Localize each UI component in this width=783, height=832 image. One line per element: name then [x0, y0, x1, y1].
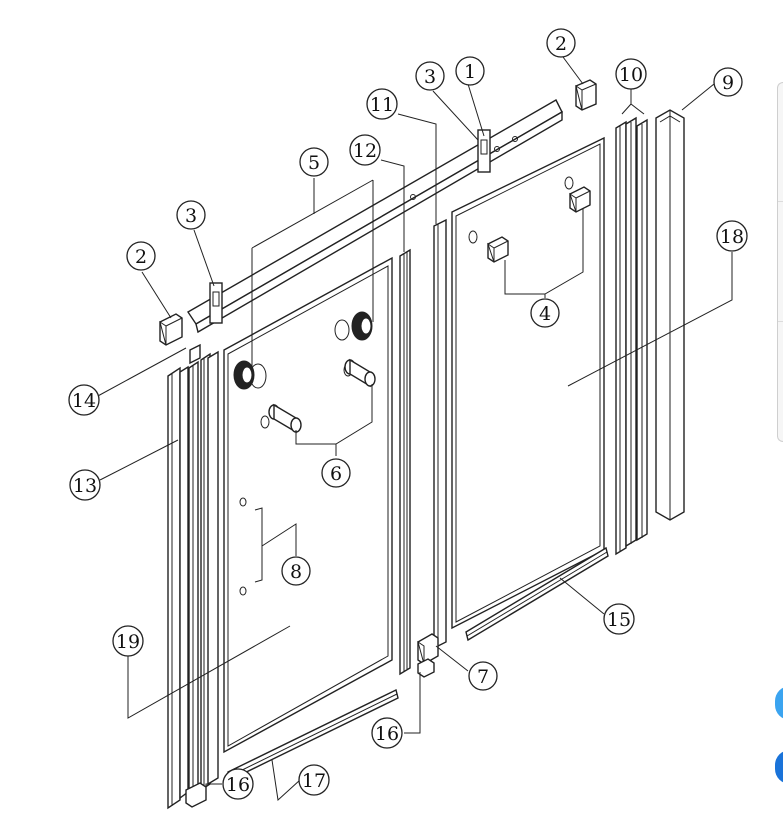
wall-profile-right: [615, 116, 648, 556]
knob-lower: [233, 360, 255, 390]
callout-1: 1: [455, 56, 485, 86]
svg-text:13: 13: [73, 475, 97, 497]
callout-19: 19: [112, 625, 144, 657]
wall-profile-left: [167, 350, 219, 810]
callout-7: 7: [468, 661, 498, 691]
svg-text:2: 2: [135, 246, 147, 268]
callout-2-right: 2: [546, 28, 576, 58]
end-cap-right: [575, 79, 597, 111]
svg-text:11: 11: [370, 94, 394, 116]
stopper-7: [417, 633, 439, 665]
roller-right: [344, 358, 376, 388]
clamp-right: [569, 186, 591, 213]
callout-16-left: 16: [222, 768, 254, 800]
callout-2-left: 2: [126, 241, 156, 271]
svg-text:2: 2: [555, 33, 567, 55]
bottom-guide-right: [465, 546, 609, 642]
right-glass-panel: [451, 136, 605, 630]
callout-17: 17: [298, 764, 330, 796]
strip-14: [189, 343, 201, 365]
clamp-left: [487, 236, 509, 263]
bracket-left: [209, 282, 223, 324]
top-rail: [187, 99, 563, 334]
callout-18: 18: [716, 220, 748, 252]
svg-text:10: 10: [619, 64, 643, 86]
stopper-16-right: [417, 658, 435, 678]
callout-14: 14: [68, 384, 100, 416]
callout-6: 6: [321, 458, 351, 488]
callout-11: 11: [366, 88, 398, 120]
bracket-right: [477, 129, 491, 173]
callout-3-left: 3: [176, 200, 206, 230]
svg-text:5: 5: [308, 152, 320, 174]
callout-9: 9: [713, 67, 743, 97]
roller-left: [268, 403, 302, 434]
svg-text:7: 7: [477, 666, 489, 688]
callout-10: 10: [615, 58, 647, 90]
svg-text:12: 12: [353, 140, 377, 162]
svg-text:9: 9: [722, 72, 734, 94]
callout-8: 8: [281, 556, 311, 586]
svg-text:6: 6: [330, 463, 342, 485]
end-cap-left: [159, 313, 183, 346]
leader-lines: [95, 56, 733, 801]
profile-11: [433, 218, 447, 650]
callout-13: 13: [69, 469, 101, 501]
callout-15: 15: [603, 603, 635, 635]
svg-text:3: 3: [185, 205, 197, 227]
callout-4: 4: [530, 298, 560, 328]
svg-text:4: 4: [539, 303, 551, 325]
svg-text:18: 18: [720, 226, 744, 248]
svg-text:1: 1: [464, 61, 476, 83]
svg-text:17: 17: [302, 770, 326, 792]
svg-text:14: 14: [72, 390, 96, 412]
svg-text:16: 16: [226, 774, 250, 796]
svg-text:3: 3: [424, 66, 436, 88]
svg-text:16: 16: [375, 723, 399, 745]
svg-text:19: 19: [116, 631, 140, 653]
floating-button-dark[interactable]: [775, 750, 783, 784]
wall-channel: [655, 109, 685, 521]
callout-5: 5: [299, 147, 329, 177]
side-panel-edge[interactable]: [777, 82, 783, 442]
handle: [254, 507, 263, 583]
floating-button-light[interactable]: [775, 686, 783, 720]
knob-upper: [351, 311, 373, 341]
callout-3-right: 3: [415, 61, 445, 91]
callout-12: 12: [349, 134, 381, 166]
seal-strip: [399, 248, 411, 676]
svg-text:15: 15: [607, 609, 631, 631]
callout-16-right: 16: [371, 717, 403, 749]
svg-text:8: 8: [290, 561, 302, 583]
